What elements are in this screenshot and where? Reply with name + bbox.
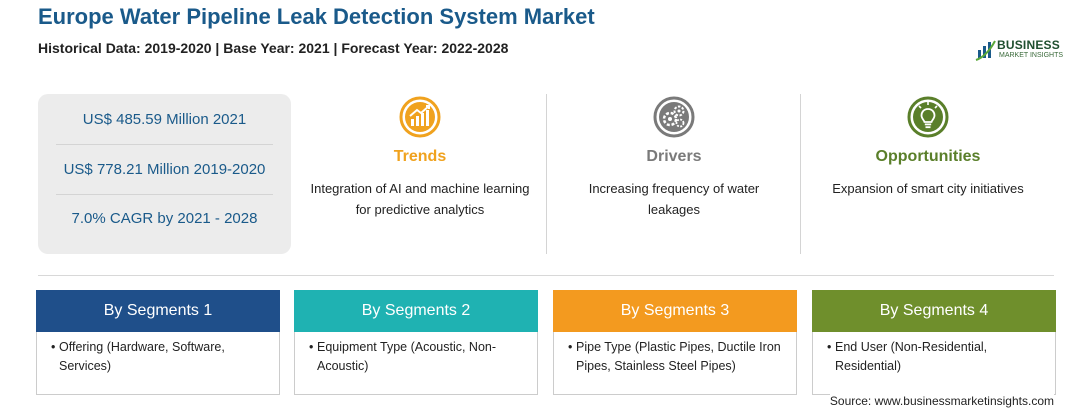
segment-2-body: •Equipment Type (Acoustic, Non-Acoustic) [294, 332, 538, 395]
logo-sub-text: MARKET INSIGHTS [999, 52, 1064, 59]
trends-column: Trends Integration of AI and machine lea… [294, 94, 546, 254]
segment-4-header: By Segments 4 [812, 290, 1056, 332]
stat-market-historical: US$ 778.21 Million 2019-2020 [63, 161, 266, 178]
segment-card-4: By Segments 4 •End User (Non-Residential… [812, 290, 1056, 396]
stat-market-2021: US$ 485.59 Million 2021 [82, 111, 247, 128]
segment-1-body: •Offering (Hardware, Software, Services) [36, 332, 280, 395]
drivers-text: Increasing frequency of water leakages [588, 181, 760, 217]
segment-3-body: •Pipe Type (Plastic Pipes, Ductile Iron … [553, 332, 797, 395]
segment-4-body: •End User (Non-Residential, Residential) [812, 332, 1056, 395]
growth-chart-icon [399, 96, 441, 138]
segment-card-1: By Segments 1 •Offering (Hardware, Softw… [36, 290, 280, 396]
trends-title: Trends [393, 148, 447, 165]
drivers-column: Drivers Increasing frequency of water le… [548, 94, 800, 254]
logo-main-text: BUSINESS [997, 38, 1060, 52]
segment-1-header: By Segments 1 [36, 290, 280, 332]
segment-3-header: By Segments 3 [553, 290, 797, 332]
segment-card-2: By Segments 2 •Equipment Type (Acoustic,… [294, 290, 538, 396]
lightbulb-icon [907, 96, 949, 138]
drivers-title: Drivers [646, 148, 702, 165]
opportunities-title: Opportunities [875, 148, 981, 165]
stat-cagr: 7.0% CAGR by 2021 - 2028 [71, 210, 258, 227]
segment-4-text: End User (Non-Residential, Residential) [835, 340, 988, 373]
market-stats-panel: US$ 485.59 Million 2021 US$ 778.21 Milli… [38, 94, 291, 254]
column-divider [800, 94, 801, 254]
trends-text: Integration of AI and machine learning f… [310, 181, 530, 217]
segment-3-text: Pipe Type (Plastic Pipes, Ductile Iron P… [576, 340, 781, 373]
source-link[interactable]: Source: www.businessmarketinsights.com [829, 394, 1054, 408]
logo-icon [975, 40, 996, 61]
page-title: Europe Water Pipeline Leak Detection Sys… [38, 4, 595, 29]
stat-divider [56, 194, 273, 195]
stat-divider [56, 144, 273, 145]
section-divider [38, 275, 1054, 276]
segment-1-text: Offering (Hardware, Software, Services) [59, 340, 225, 373]
page-subtitle: Historical Data: 2019-2020 | Base Year: … [38, 40, 509, 56]
segment-2-header: By Segments 2 [294, 290, 538, 332]
business-market-insights-logo: BUSINESS MARKET INSIGHTS [975, 36, 1065, 64]
gears-icon [653, 96, 695, 138]
column-divider [546, 94, 547, 254]
opportunities-text: Expansion of smart city initiatives [832, 181, 1024, 196]
segment-2-text: Equipment Type (Acoustic, Non-Acoustic) [317, 340, 497, 373]
segment-card-3: By Segments 3 •Pipe Type (Plastic Pipes,… [553, 290, 797, 396]
opportunities-column: Opportunities Expansion of smart city in… [802, 94, 1054, 254]
